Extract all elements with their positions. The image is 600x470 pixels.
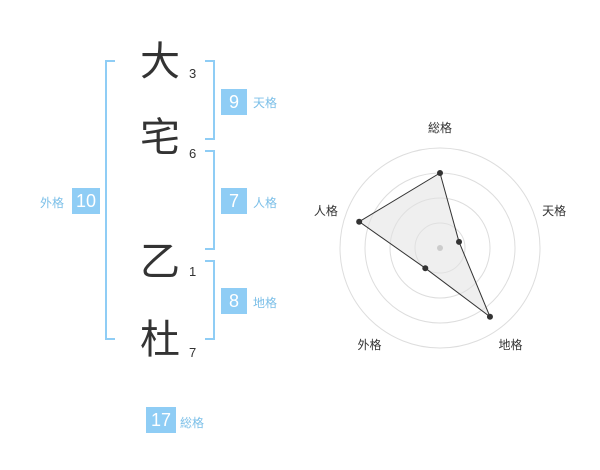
tenkaku-bracket bbox=[205, 60, 215, 140]
name-char-1: 大 bbox=[140, 39, 180, 85]
radar-axis-label: 地格 bbox=[498, 337, 522, 352]
stroke-count-4: 7 bbox=[189, 345, 197, 360]
radar-ring bbox=[339, 147, 541, 349]
radar-point bbox=[422, 265, 429, 272]
stroke-count-1: 3 bbox=[189, 66, 197, 81]
tenkaku-label: 天格 bbox=[253, 96, 278, 110]
gaikaku-badge: 10 bbox=[72, 188, 100, 214]
name-char-4: 杜 bbox=[140, 317, 180, 363]
jinkaku-label: 人格 bbox=[253, 196, 278, 210]
chikaku-bracket bbox=[205, 260, 215, 340]
radar-center-dot bbox=[437, 245, 443, 251]
stroke-count-3: 1 bbox=[189, 264, 197, 279]
radar-axis-label: 天格 bbox=[542, 203, 566, 218]
gaikaku-label: 外格 bbox=[40, 196, 65, 210]
gaikaku-bracket bbox=[105, 60, 115, 340]
jinkaku-bracket bbox=[205, 150, 215, 250]
tenkaku-badge: 9 bbox=[221, 89, 247, 115]
soukaku-badge: 17 bbox=[146, 407, 176, 433]
radar-point bbox=[486, 313, 493, 320]
radar-point bbox=[456, 238, 463, 245]
stroke-count-2: 6 bbox=[189, 146, 197, 161]
radar-polygon bbox=[358, 172, 492, 319]
name-char-3: 乙 bbox=[140, 239, 180, 285]
radar-point bbox=[437, 170, 443, 176]
chikaku-badge: 8 bbox=[221, 288, 247, 314]
radar-point bbox=[356, 218, 363, 225]
chikaku-label: 地格 bbox=[253, 296, 278, 310]
radar-axis-label: 総格 bbox=[428, 120, 452, 135]
soukaku-label: 総格 bbox=[180, 416, 205, 430]
name-char-2: 宅 bbox=[140, 115, 180, 161]
radar-axis-label: 人格 bbox=[314, 203, 338, 218]
jinkaku-badge: 7 bbox=[221, 188, 247, 214]
radar-axis-label: 外格 bbox=[357, 337, 381, 352]
